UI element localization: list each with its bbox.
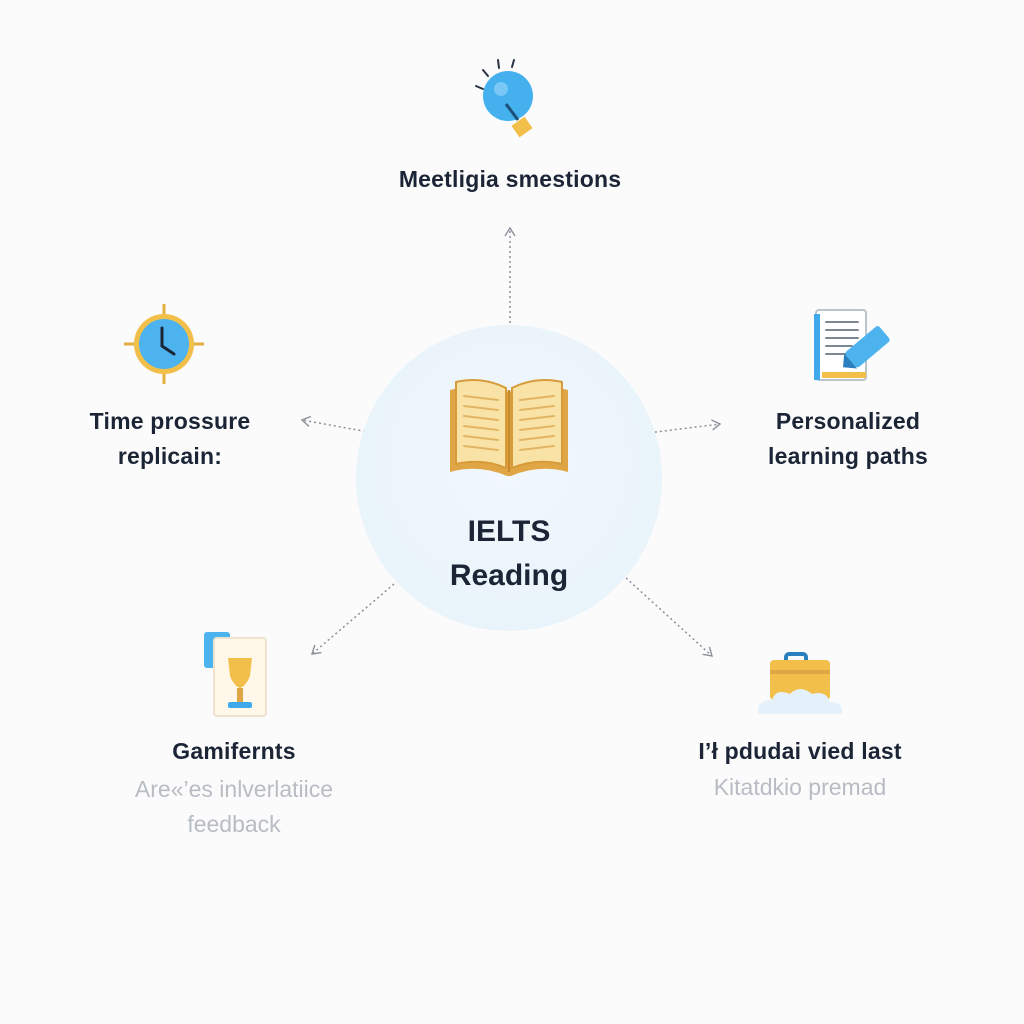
hub-title-line1: IELTS [467, 515, 551, 548]
connector-right [639, 419, 722, 435]
document-pencil-icon [814, 309, 890, 381]
connector-bottom-left [310, 583, 395, 655]
clock-icon [124, 304, 204, 384]
hub-title: IELTS Reading [386, 510, 632, 598]
connector-bottom-right [625, 577, 713, 657]
node-bottom-right-subtitle: Kitatdkio premad [713, 774, 887, 800]
node-bottom-left-subtitle: Are«’es inlverlatiice feedback [134, 776, 334, 837]
node-bottom-right-title: I’ł pdudai vied last [698, 738, 902, 764]
lightbulb-icon [475, 59, 533, 138]
connector-left [300, 415, 381, 435]
hub-circle [356, 325, 662, 631]
node-left-label: Time prossure replicain: [89, 408, 251, 469]
node-bottom-left-title: Gamifernts [172, 738, 296, 764]
open-book-icon [450, 379, 568, 476]
node-top-label: Meetligia smestions [398, 166, 622, 192]
hub-title-line2: Reading [449, 559, 569, 592]
trophy-card-icon [204, 632, 267, 717]
node-right-label: Personalized learning paths [768, 408, 928, 469]
briefcase-cloud-icon [757, 652, 843, 714]
